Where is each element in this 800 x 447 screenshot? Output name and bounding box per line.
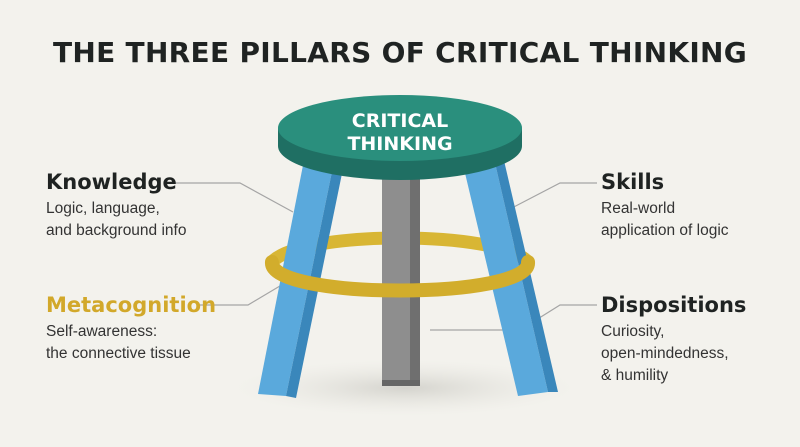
skills-line: application of logic — [601, 222, 729, 239]
knowledge-heading: Knowledge — [46, 170, 177, 194]
label-dispositions: Dispositions Curiosity, open-mindedness,… — [601, 293, 746, 387]
dispositions-heading: Dispositions — [601, 293, 747, 317]
knowledge-description: Logic, language, and background info — [46, 198, 186, 242]
metacognition-description: Self-awareness: the connective tissue — [46, 321, 216, 365]
skills-line: Real-world — [601, 200, 676, 217]
connector-knowledge — [172, 182, 294, 213]
skills-description: Real-world application of logic — [601, 198, 729, 242]
metacognition-line: Self-awareness: — [46, 323, 158, 340]
label-knowledge: Knowledge Logic, language, and backgroun… — [46, 170, 186, 242]
seat-label-line2: THINKING — [347, 133, 452, 155]
knowledge-line: Logic, language, — [46, 200, 160, 217]
dispositions-line: open-mindedness, — [601, 345, 729, 362]
page-title: THE THREE PILLARS OF CRITICAL THINKING — [52, 36, 748, 69]
dispositions-line: & humility — [601, 367, 669, 384]
skills-heading: Skills — [601, 170, 665, 194]
metacognition-heading: Metacognition — [46, 293, 217, 317]
dispositions-description: Curiosity, open-mindedness, & humility — [601, 321, 746, 387]
connector-metacognition — [200, 279, 291, 306]
label-metacognition: Metacognition Self-awareness: the connec… — [46, 293, 216, 365]
metacognition-line: the connective tissue — [46, 345, 191, 362]
knowledge-line: and background info — [46, 222, 187, 239]
center-leg — [382, 168, 420, 386]
ring-front — [265, 255, 535, 298]
label-skills: Skills Real-world application of logic — [601, 170, 729, 242]
floor-shadow — [235, 360, 575, 416]
seat-label-line1: CRITICAL — [352, 110, 448, 132]
seat — [278, 95, 522, 180]
dispositions-line: Curiosity, — [601, 323, 665, 340]
connector-skills — [507, 182, 597, 211]
